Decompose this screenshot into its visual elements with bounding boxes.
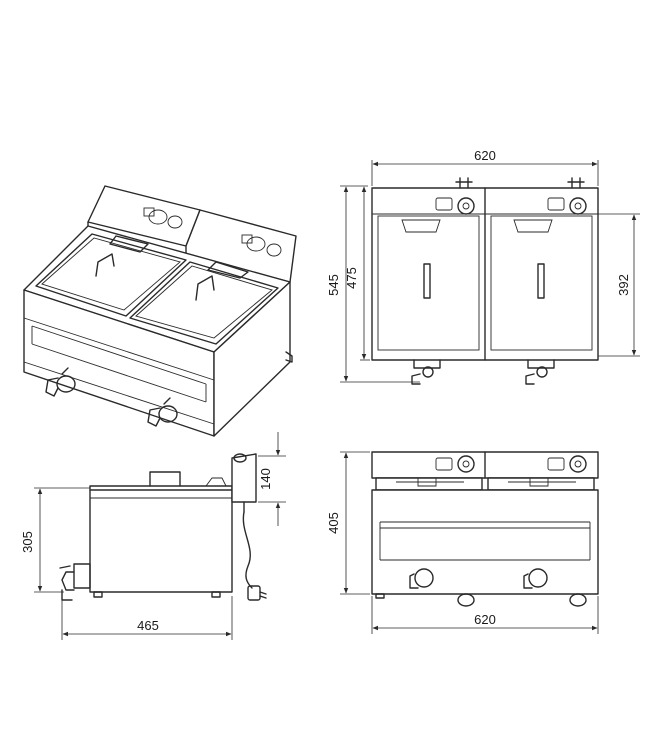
dimension-label-body-height: 475 — [344, 267, 359, 289]
dimension-label-tank-height: 392 — [616, 274, 631, 296]
side-view: 305 140 465 — [20, 432, 286, 640]
dimension-label-total-height: 545 — [326, 274, 341, 296]
dimension-label-front-height: 405 — [326, 512, 341, 534]
power-cord-icon — [242, 501, 267, 601]
drain-tap-icon — [59, 563, 91, 601]
isometric-view — [23, 185, 297, 437]
front-view: 405 620 — [326, 451, 599, 634]
caster-wheel-icon — [375, 593, 587, 607]
dimension-label-side-depth: 465 — [137, 618, 159, 633]
dimension-label-panel-height: 140 — [258, 468, 273, 490]
drain-tap-icon — [45, 367, 178, 427]
control-knob-icon — [435, 197, 587, 215]
dimension-label-width: 620 — [474, 148, 496, 163]
control-dial-icon — [143, 207, 282, 257]
drain-tap-icon — [409, 568, 548, 589]
drain-tap-icon — [411, 359, 555, 385]
dimension-label-front-width: 620 — [474, 612, 496, 627]
control-knob-icon — [435, 455, 587, 473]
top-view: 620 545 475 392 — [326, 148, 640, 385]
dimension-label-side-height: 305 — [20, 531, 35, 553]
